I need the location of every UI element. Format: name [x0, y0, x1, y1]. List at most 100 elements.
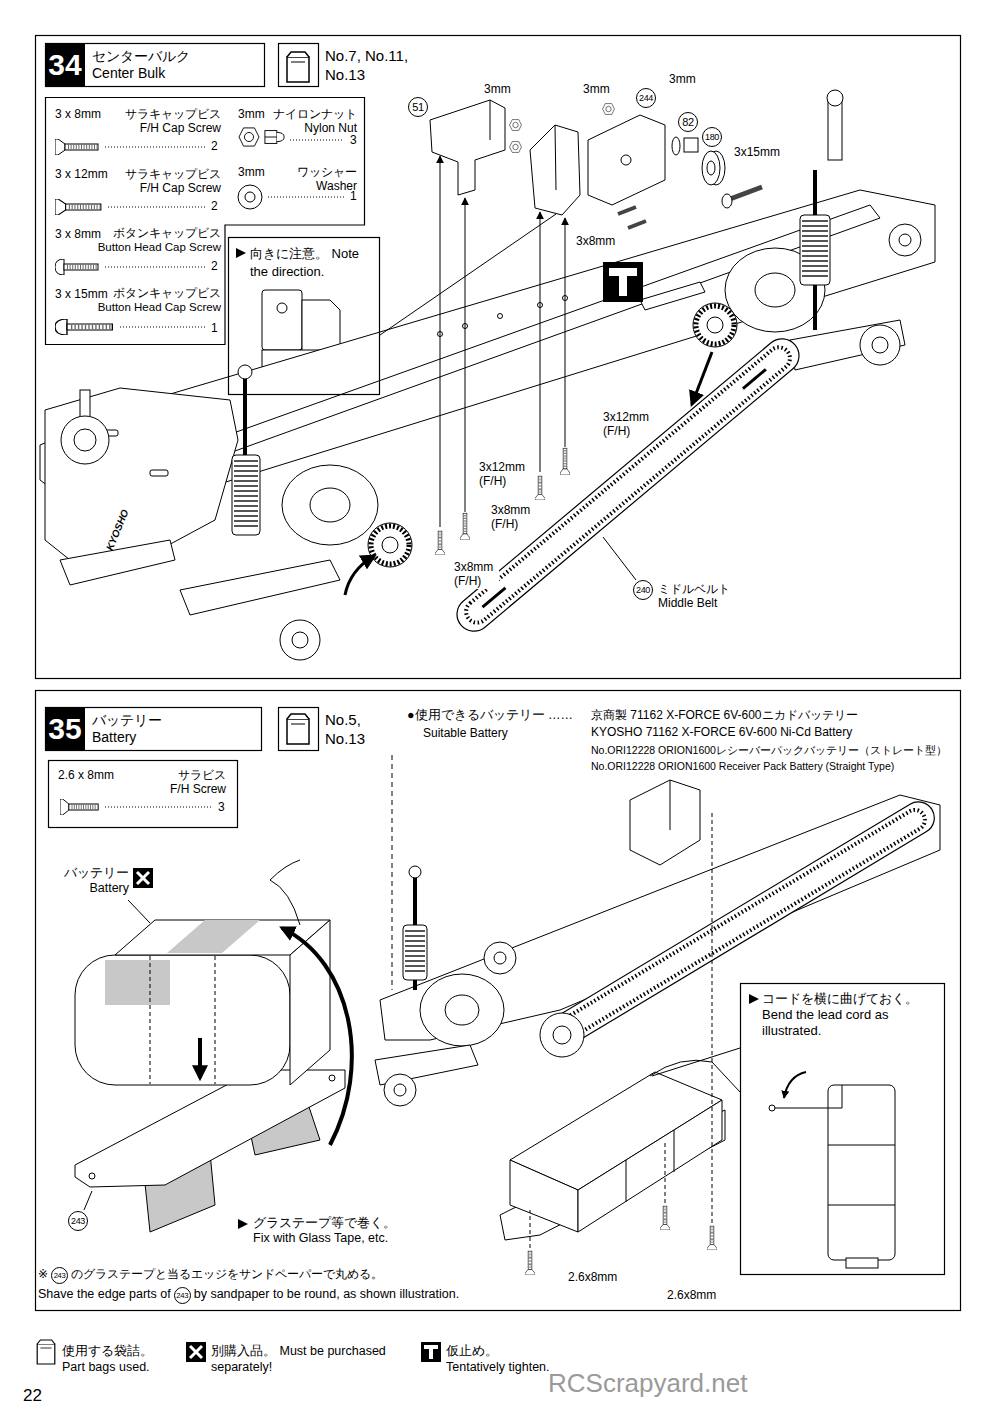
pulley: [540, 1013, 584, 1057]
center-bulk-parts: [628, 221, 646, 228]
front-suspension: [45, 388, 238, 560]
bag-icon-frame: [279, 708, 319, 751]
box-outline: [741, 984, 945, 1275]
step-frame: [36, 691, 961, 1311]
note-box: 2.6 x 8mmサラビス F/H Screw3: [48, 760, 238, 828]
callout-number: 243: [174, 1287, 191, 1304]
dashed-guide: [392, 755, 393, 990]
battery-wrap-detail: [75, 955, 290, 1085]
front-suspension: [371, 526, 409, 564]
front-suspension: [403, 925, 427, 980]
label-text: 3x15mm: [733, 145, 781, 159]
label-text: ※: [37, 1267, 49, 1281]
center-bulk-parts: [380, 214, 556, 335]
legend-text: 仮止め。 Tentatively tighten.: [446, 1343, 555, 1375]
label-text: 2.6x8mm: [567, 1270, 618, 1284]
parts-icons: [290, 140, 344, 141]
front-suspension: [382, 537, 398, 553]
parts-icons: [105, 147, 205, 148]
pulley: [553, 1026, 571, 1044]
battery-wrap-detail: [133, 868, 153, 888]
node-text: 2: [211, 259, 218, 273]
parts-icons: [60, 799, 212, 815]
chassis-plate: [670, 780, 671, 830]
front-suspension: [150, 470, 168, 476]
node-text: 3 x 8mm: [55, 107, 101, 121]
battery-wrap-detail: [270, 860, 300, 925]
rear-suspension: [827, 90, 843, 106]
front-suspension: [292, 632, 308, 648]
chassis-plate: [640, 282, 705, 310]
rear-suspension: [889, 224, 921, 256]
box-outline: [46, 708, 262, 751]
front-suspension: [282, 465, 378, 545]
screw-arrows: [525, 810, 717, 1275]
front-suspension: [238, 365, 252, 379]
label-text: KYOSHO: [104, 508, 131, 553]
lead-cord-detail: [828, 1145, 895, 1146]
label-text: 3mm: [582, 82, 611, 96]
front-suspension: [494, 952, 506, 964]
label-text: バッテリー Battery: [58, 866, 130, 896]
screw-arrows: [712, 810, 713, 1223]
node-text: 3mm: [238, 107, 265, 121]
screw-arrows: [530, 1210, 531, 1248]
center-bulk-parts: [510, 142, 522, 153]
parts-icons: [60, 799, 98, 815]
node-text: 1: [350, 189, 357, 203]
node-text: センターバルク Center Bulk: [92, 48, 195, 82]
note-box: コードを横に曲げておく。 Bend the lead cord as illus…: [740, 983, 945, 1275]
front-suspension: [409, 866, 421, 878]
screw-arrows: [540, 212, 541, 472]
battery: [578, 1100, 722, 1232]
front-suspension: [280, 620, 320, 660]
middle-belt: [462, 343, 795, 627]
parts-icons: [105, 267, 205, 268]
step-header: 34センターバルク Center Bulk: [45, 43, 265, 87]
chassis-plate: [498, 314, 503, 319]
step-frame: [36, 36, 961, 1311]
node-text: 3 x 8mm: [55, 227, 101, 241]
parts-icons: [238, 185, 262, 209]
front-suspension: [243, 375, 247, 460]
label-text: Shave the edge parts of: [37, 1287, 172, 1302]
middle-belt: [450, 332, 806, 638]
node-text: ナイロンナット Nylon Nut: [268, 107, 357, 136]
node-text: ワッシャー Washer: [292, 165, 357, 194]
label-text: 3x8mm: [575, 234, 616, 248]
front-suspension: [232, 455, 260, 535]
purchase-icon: [186, 1342, 206, 1362]
screw-arrows: [565, 218, 566, 447]
parts-list-box: 3 x 8mmサラキャップビス F/H Cap Screw23 x 12mmサラ…: [45, 97, 365, 345]
rear-suspension: [860, 325, 900, 365]
front-suspension: [420, 974, 504, 1046]
label-text: 3x8mm (F/H): [490, 503, 536, 532]
rear-suspension: [790, 320, 905, 370]
callout-number: 243: [68, 1211, 88, 1231]
step-header: 35バッテリー Battery: [45, 707, 262, 751]
center-bulk-parts: [707, 161, 715, 175]
callout-number: 243: [51, 1267, 68, 1284]
node-text: 2: [211, 199, 218, 213]
battery-wrap-detail: [75, 860, 352, 1232]
battery-wrap-detail: [105, 960, 170, 1005]
rear-suspension: [899, 234, 911, 246]
rear-suspension: [872, 337, 888, 353]
node-text: No.5, No.13: [325, 710, 377, 748]
node-text: 3 x 12mm: [55, 167, 108, 181]
parts-icons: [105, 807, 212, 808]
battery-wrap-detail: [282, 928, 352, 1145]
front-suspension: [234, 460, 258, 530]
front-suspension: [384, 1074, 416, 1106]
node-text: 3mm: [238, 165, 265, 179]
rear-suspension: [813, 170, 817, 330]
step-number: 34: [45, 47, 85, 83]
battery: [510, 1160, 578, 1232]
node-text: 向きに注意。 Note the direction.: [250, 245, 361, 281]
parts-icons: [245, 192, 255, 202]
screw-arrows: [440, 156, 441, 527]
center-bulk-parts: [621, 155, 631, 165]
bag-icon: [287, 714, 309, 744]
front-suspension: [368, 523, 412, 567]
node-text: サラキャップビス F/H Cap Screw: [120, 167, 221, 196]
